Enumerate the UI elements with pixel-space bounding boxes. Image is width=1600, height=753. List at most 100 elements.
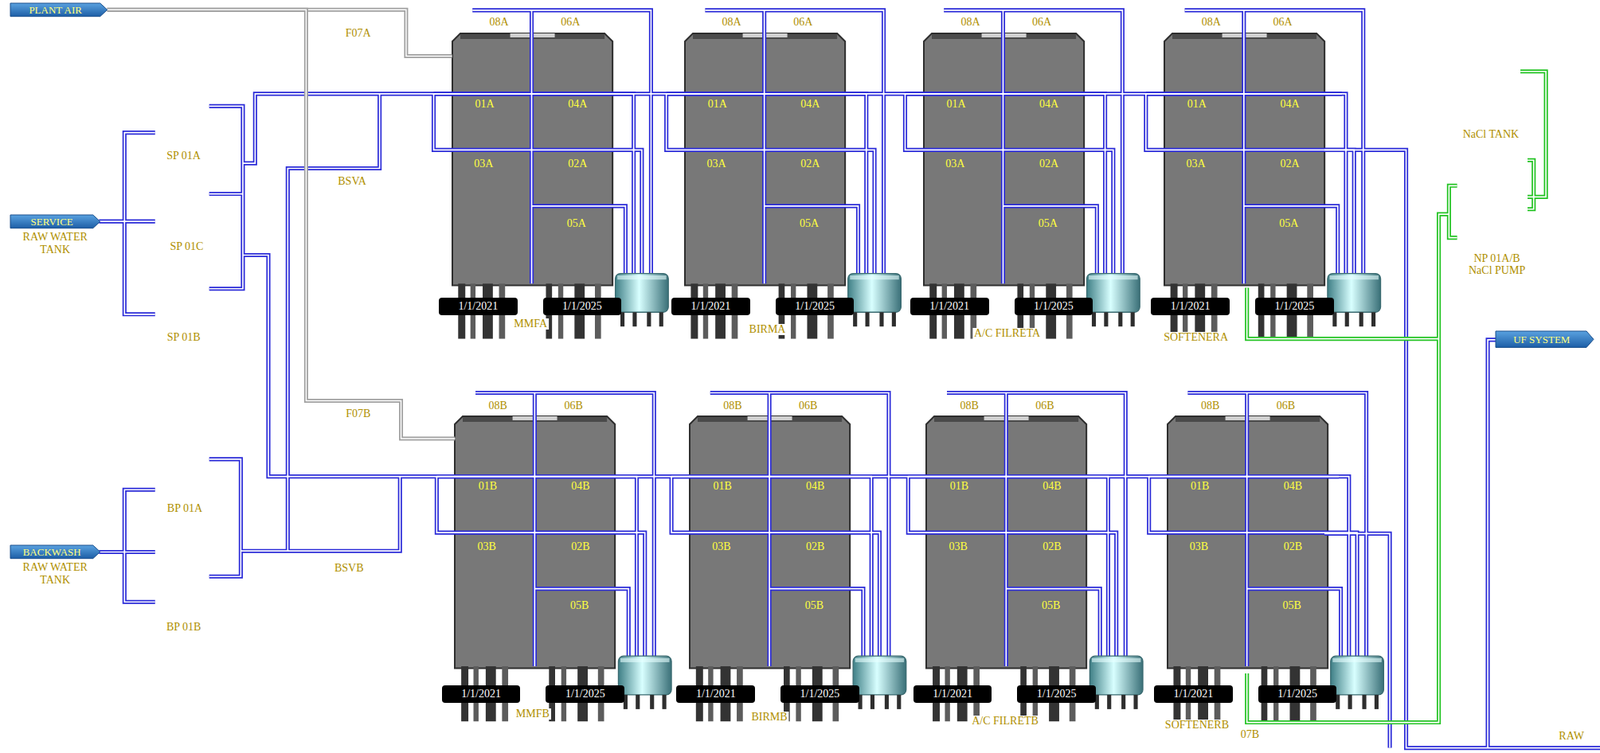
tank-name: A/C FILRETA	[972, 328, 1042, 340]
pipe-label: BP 01B	[166, 622, 201, 634]
tank-vessel: 01B04B03B02B05BMMFB	[454, 416, 615, 669]
valve-tag: 04A	[1279, 98, 1299, 110]
valve-tag: 03B	[711, 541, 731, 553]
cartridge-filter	[848, 273, 902, 328]
tank-vessel: 01B04B03B02B05BSOFTENERB	[1167, 416, 1328, 669]
valve-tag: 04B	[1042, 481, 1061, 493]
pipe-label: 07B	[1240, 729, 1260, 741]
water-pipe-outer	[98, 10, 1600, 749]
date-text: 1/1/2021	[1173, 688, 1214, 701]
tank-body	[1167, 416, 1328, 669]
valve-tag: 06B	[563, 400, 583, 412]
tag-text: UF SYSTEM	[1513, 334, 1570, 345]
tag-arrow	[10, 545, 101, 560]
tank-vessel: 01A04A03A02A05AA/C FILRETA	[923, 33, 1084, 286]
tank-body	[689, 416, 850, 669]
tank-name: MMFB	[514, 708, 552, 720]
valve-tag: 01B	[712, 481, 732, 493]
valve-tag: 02B	[571, 541, 590, 553]
tank-body	[684, 33, 845, 286]
date-plate: 1/1/2025	[1255, 297, 1334, 316]
date-plate: 1/1/2021	[910, 297, 990, 316]
air-line	[107, 9, 453, 56]
valve-tag: 02A	[567, 158, 587, 170]
valve-tag: 08A	[488, 16, 509, 28]
flow-tag: BACKWASHRAW WATER TANK	[10, 545, 101, 560]
valve-tag: 08B	[488, 400, 508, 412]
valve-tag: 01B	[478, 481, 497, 493]
date-plate: 1/1/2025	[1014, 297, 1094, 316]
tank-hatch	[747, 416, 793, 421]
tank-vessel: 01A04A03A02A05ABIRMA	[684, 33, 845, 286]
pipe-label: SP 01B	[167, 332, 201, 344]
valve-tag: 03A	[945, 158, 965, 170]
valve-tag: 02A	[1279, 158, 1299, 170]
tank-top-band	[462, 417, 607, 423]
tank-vessel: 01A04A03A02A05ASOFTENERA	[1164, 33, 1325, 286]
valve-tag: 03A	[706, 158, 726, 170]
valve-tag: 06A	[560, 16, 580, 28]
pipe-label: NP 01A/B NaCl PUMP	[1463, 251, 1531, 277]
tag-arrow	[10, 3, 108, 17]
flow-tag: SERVICERAW WATER TANK	[10, 215, 101, 229]
date-plate: 1/1/2021	[913, 685, 993, 704]
valve-tag: 05B	[1041, 600, 1061, 612]
cartridge-filter	[1327, 273, 1381, 328]
date-plate: 1/1/2025	[545, 685, 625, 704]
valve-tag: 02B	[1042, 541, 1061, 553]
tank-top-band	[692, 34, 838, 40]
date-plate: 1/1/2021	[676, 685, 756, 704]
tank-vessel: 01A04A03A02A05AMMFA	[452, 33, 613, 286]
tag-caption: RAW WATER TANK	[17, 230, 94, 257]
date-text: 1/1/2021	[932, 688, 973, 701]
tank-hatch	[981, 33, 1026, 38]
date-plate: 1/1/2021	[438, 297, 518, 316]
date-text: 1/1/2021	[457, 301, 498, 313]
air-pipe-inner	[107, 9, 456, 439]
date-plate: 1/1/2025	[775, 297, 855, 316]
pipe-label: F07B	[345, 408, 371, 420]
date-text: 1/1/2025	[794, 301, 835, 313]
pipe-label: RAW	[1558, 731, 1585, 743]
valve-tag: 06B	[1276, 400, 1295, 412]
valve-tag: 08B	[1200, 400, 1220, 412]
date-plate: 1/1/2021	[1150, 297, 1230, 316]
valve-tag: 02B	[805, 541, 825, 553]
valve-tag: 01A	[1187, 98, 1207, 110]
valve-tag: 03A	[473, 158, 493, 170]
air-pipe-outer	[107, 9, 456, 439]
tank-name: BIRMA	[747, 324, 788, 336]
tank-hatch	[1221, 33, 1267, 38]
valve-tag: 04A	[800, 98, 820, 110]
valve-tag: 03B	[948, 541, 967, 553]
tank-top-band	[697, 417, 842, 423]
valve-tag: 06B	[798, 400, 818, 412]
date-text: 1/1/2021	[696, 688, 736, 701]
date-plate: 1/1/2021	[671, 297, 751, 316]
cartridge-filter	[1087, 273, 1141, 328]
water-pipe-inner	[98, 10, 1600, 749]
valve-tag: 08A	[960, 16, 980, 28]
valve-tag: 05B	[570, 600, 589, 612]
pipe-label: F07A	[345, 27, 372, 40]
pipe-label: BSVA	[337, 176, 367, 188]
valve-tag: 04B	[571, 481, 590, 493]
valve-tag: 01A	[708, 98, 728, 110]
valve-tag: 02B	[1283, 541, 1303, 553]
tank-top-band	[934, 417, 1079, 423]
valve-tag: 05A	[1279, 218, 1299, 230]
tag-arrow	[10, 215, 101, 229]
tank-name: MMFA	[512, 318, 549, 330]
date-text: 1/1/2025	[565, 688, 606, 701]
cartridge-filter	[852, 656, 907, 710]
valve-tag: 01B	[950, 481, 969, 493]
tag-caption: RAW WATER TANK	[17, 561, 94, 587]
air-line	[107, 9, 456, 439]
valve-tag: 06A	[1032, 16, 1052, 28]
tank-body	[923, 33, 1084, 286]
valve-tag: 01B	[1190, 481, 1209, 493]
tank-vessel: 01B04B03B02B05BBIRMB	[689, 416, 850, 669]
valve-tag: 04B	[805, 481, 825, 493]
valve-tag: 05A	[799, 218, 819, 230]
